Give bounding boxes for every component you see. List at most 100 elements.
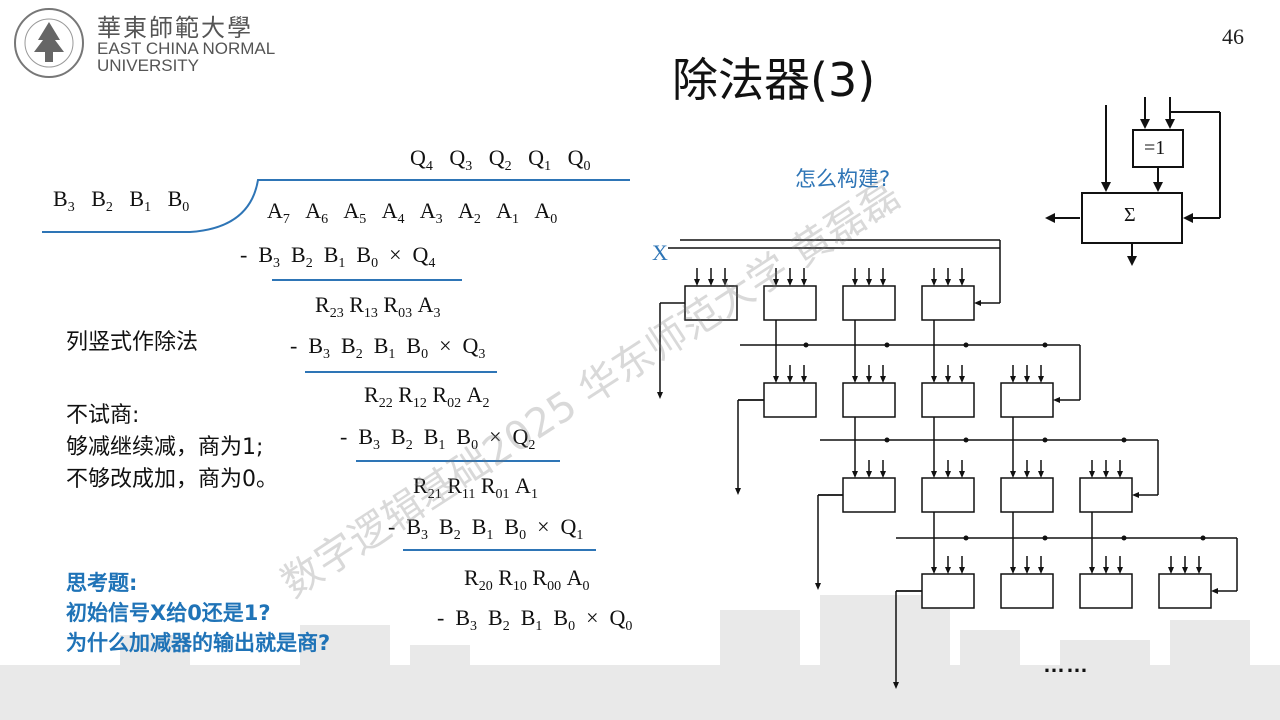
adder-subtractor-cell	[842, 285, 896, 321]
junction-dot	[963, 437, 969, 443]
junction-dot	[1042, 342, 1048, 348]
arrow-head	[1103, 567, 1109, 574]
junction-dot	[1200, 535, 1206, 541]
adder-subtractor-cell	[921, 477, 975, 513]
arrow-head	[880, 471, 886, 478]
xor-label: =1	[1144, 137, 1166, 159]
arrow-head	[1038, 567, 1044, 574]
remainder-row-3: R21 R11 R01 A1	[413, 473, 538, 502]
arrow-head	[931, 376, 937, 383]
arrow-head	[1103, 471, 1109, 478]
arrow-head	[866, 376, 872, 383]
arrow-head	[1038, 471, 1044, 478]
arrow-head	[945, 471, 951, 478]
how-to-build-label: 怎么构建?	[795, 167, 891, 191]
dividend-row: A7 A6 A5 A4 A3 A2 A1 A0	[267, 198, 558, 227]
quotient-row: Q4 Q3 Q2 Q1 Q0	[410, 145, 591, 174]
junction-dot	[1121, 437, 1127, 443]
arrow-head	[722, 279, 728, 286]
division-bracket	[42, 179, 630, 233]
logo-chinese-name: 華東師範大學	[97, 14, 253, 42]
adder-subtractor-cell	[763, 285, 817, 321]
subtrahend-row-3: - B3 B2 B1 B0 × Q2	[340, 424, 536, 453]
arrow-head	[1024, 567, 1030, 574]
arrow-head	[1053, 397, 1060, 403]
arrow-head	[773, 279, 779, 286]
arrow-head	[959, 471, 965, 478]
adder-subtractor-cell	[1000, 573, 1054, 609]
arrow-head	[945, 567, 951, 574]
subtrahend-row-2: - B3 B2 B1 B0 × Q3	[290, 333, 486, 362]
remainder-row-2: R22 R12 R02 A2	[364, 382, 490, 411]
arrow-head	[708, 279, 714, 286]
subtrahend-row-4: - B3 B2 B1 B0 × Q1	[388, 514, 584, 543]
sum-block	[1081, 192, 1183, 244]
x-input-label: X	[652, 240, 668, 265]
junction-dot	[803, 342, 809, 348]
arrow-head	[815, 583, 821, 590]
arrow-head	[1010, 471, 1016, 478]
arrow-head	[694, 279, 700, 286]
logo-english-line-1: EAST CHINA NORMAL	[97, 39, 276, 58]
remainder-row-4: R20 R10 R00 A0	[464, 565, 590, 594]
adder-subtractor-cell	[1000, 477, 1054, 513]
arrow-head	[1168, 567, 1174, 574]
no-trial-quotient-text: 不试商: 够减继续减，商为1; 不够改成加，商为0。	[66, 403, 278, 492]
arrow-head	[866, 279, 872, 286]
arrow-head	[787, 376, 793, 383]
remainder-row-1: R23 R13 R03 A3	[315, 292, 441, 321]
junction-dot	[884, 342, 890, 348]
junction-dot	[963, 342, 969, 348]
arrow-head	[852, 471, 858, 478]
junction-dot	[1042, 437, 1048, 443]
adder-subtractor-cell	[763, 382, 817, 418]
adder-subtractor-cell	[1079, 573, 1133, 609]
arrow-head	[1089, 567, 1095, 574]
arrow-head	[1196, 567, 1202, 574]
arrow-head	[852, 279, 858, 286]
arrow-head	[801, 279, 807, 286]
arrow-head	[1117, 471, 1123, 478]
arrow-head	[1024, 376, 1030, 383]
arrow-head	[959, 376, 965, 383]
arrow-head	[959, 279, 965, 286]
arrow-head	[852, 376, 858, 383]
subtrahend-row-1: - B3 B2 B1 B0 × Q4	[240, 242, 436, 271]
arrow-head	[945, 279, 951, 286]
junction-dot	[963, 535, 969, 541]
arrow-head	[801, 376, 807, 383]
adder-subtractor-cell	[842, 477, 896, 513]
ellipsis: ……	[1043, 652, 1089, 677]
arrow-head	[735, 488, 741, 495]
adder-subtractor-cell	[1079, 477, 1133, 513]
arrow-head	[1117, 567, 1123, 574]
arrow-head	[773, 376, 779, 383]
adder-subtractor-cell	[921, 573, 975, 609]
arrow-head	[931, 279, 937, 286]
adder-subtractor-cell	[842, 382, 896, 418]
adder-subtractor-cell	[1158, 573, 1212, 609]
campus-skyline-image	[0, 595, 1280, 720]
divisor: B3 B2 B1 B0	[53, 186, 190, 215]
arrow-head	[945, 376, 951, 383]
arrow-head	[880, 376, 886, 383]
arrow-head	[657, 392, 663, 399]
university-logo	[12, 6, 86, 80]
logo-english-line-2: UNIVERSITY	[97, 56, 200, 75]
arrow-head	[893, 682, 899, 689]
adder-subtractor-cell	[684, 285, 738, 321]
arrow-head	[1132, 492, 1139, 498]
adder-subtractor-cell	[1000, 382, 1054, 418]
junction-dot	[884, 437, 890, 443]
sum-label: Σ	[1124, 204, 1136, 226]
arrow-head	[787, 279, 793, 286]
think-questions: 思考题: 初始信号X给0还是1? 为什么加减器的输出就是商?	[66, 571, 331, 655]
arrow-head	[1089, 471, 1095, 478]
arrow-head	[1182, 567, 1188, 574]
arrow-head	[959, 567, 965, 574]
arrow-head	[1024, 471, 1030, 478]
adder-subtractor-cell	[921, 285, 975, 321]
arrow-head	[931, 567, 937, 574]
column-division-label: 列竖式作除法	[66, 330, 199, 355]
adder-cell-diagram	[1050, 97, 1221, 263]
